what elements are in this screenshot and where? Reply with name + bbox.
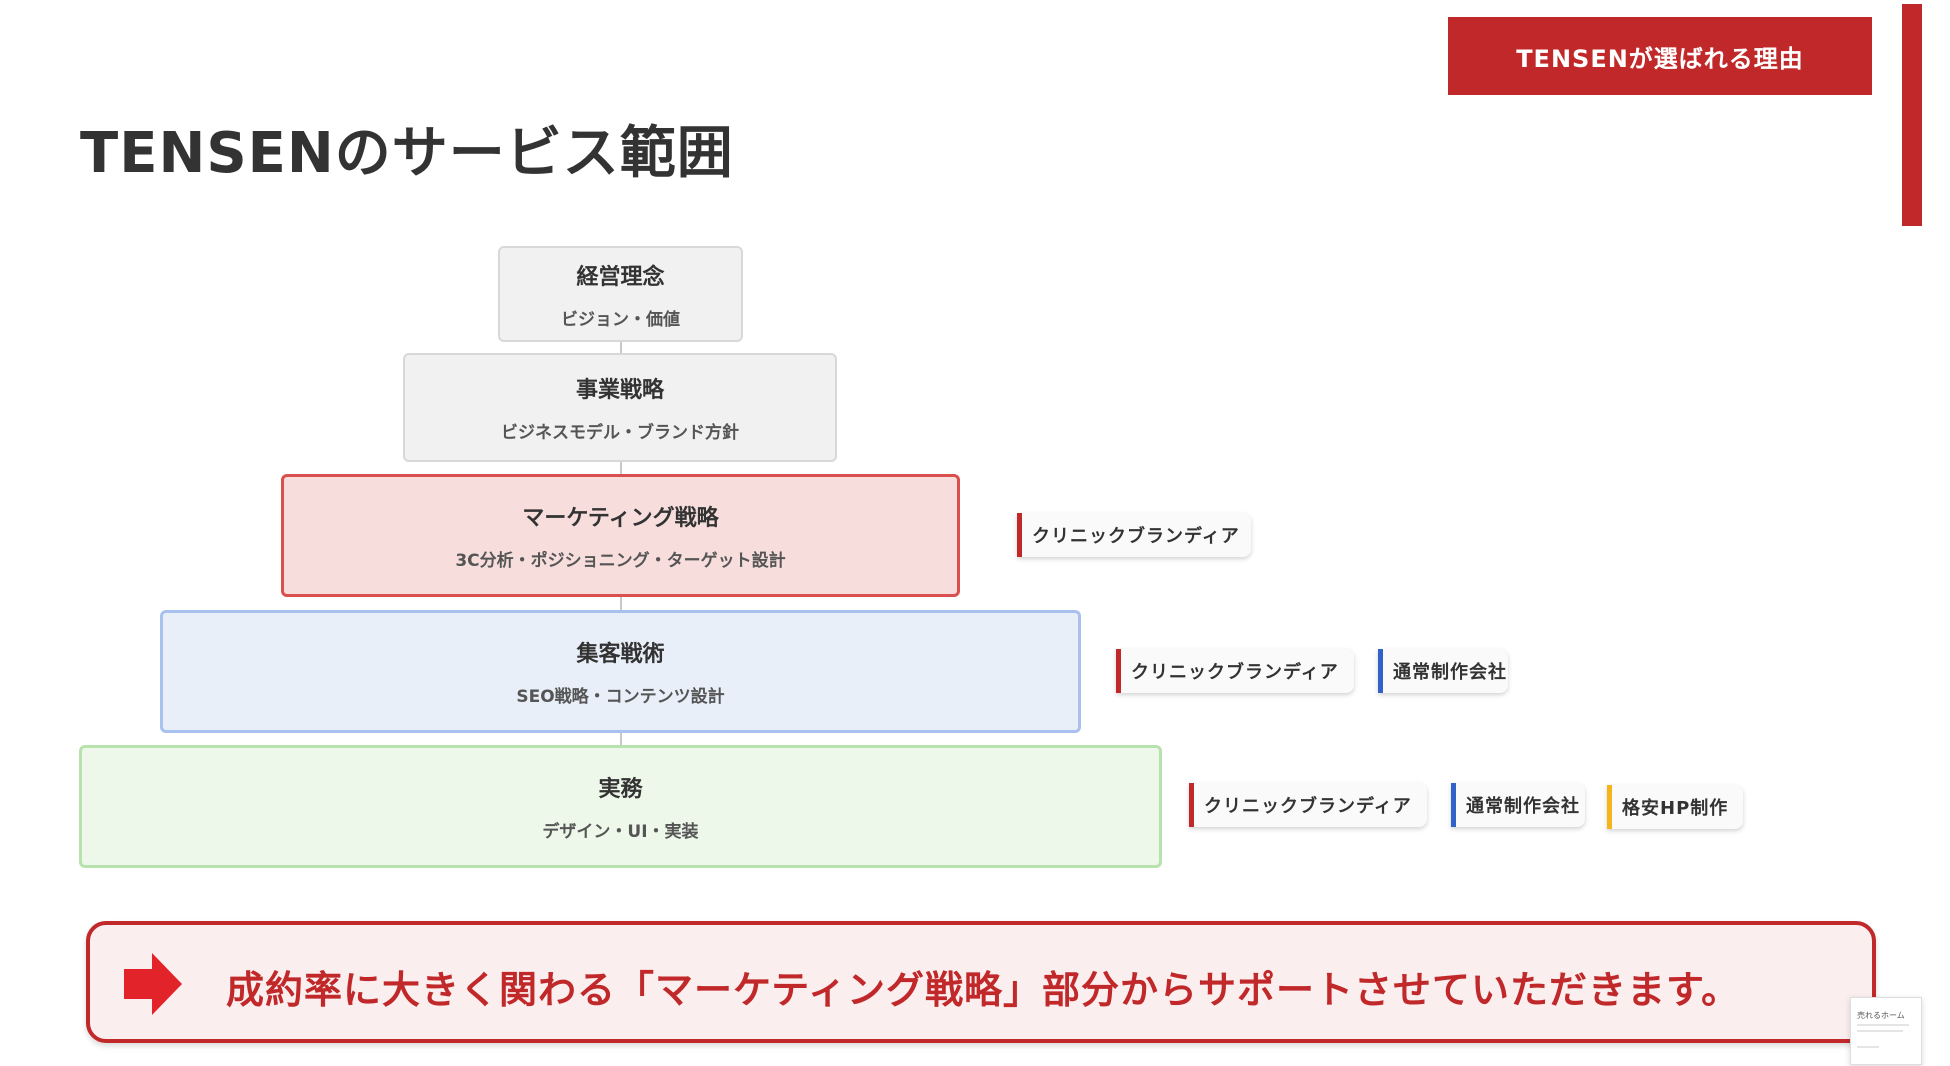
page-title: TENSENのサービス範囲	[80, 121, 734, 186]
tier-subtitle: デザイン・UI・実装	[542, 822, 699, 842]
thumbnail-line	[1857, 1024, 1909, 1026]
tier-practice: 実務 デザイン・UI・実装	[79, 745, 1162, 868]
tier-title: 事業戦略	[575, 378, 664, 403]
tier-business-strategy: 事業戦略 ビジネスモデル・ブランド方針	[403, 353, 837, 462]
tier-subtitle: SEO戦略・コンテンツ設計	[516, 687, 725, 707]
side-accent-bar	[1902, 4, 1922, 226]
tag-regular-agency: 通常制作会社	[1378, 649, 1508, 693]
tag-clinic-brandia: クリニックブランディア	[1017, 513, 1251, 557]
tier-subtitle: ビジョン・価値	[561, 309, 680, 330]
tag-regular-agency: 通常制作会社	[1451, 783, 1585, 827]
tier-subtitle: 3C分析・ポジショニング・ターゲット設計	[455, 551, 786, 571]
thumbnail-line	[1857, 1030, 1903, 1032]
support-banner: 成約率に大きく関わる「マーケティング戦略」部分からサポートさせていただきます。	[86, 921, 1876, 1043]
tier-title: マーケティング戦略	[522, 506, 719, 531]
tier-title: 実務	[598, 777, 643, 802]
tier-title: 経営理念	[576, 264, 665, 290]
tag-budget-hp: 格安HP制作	[1607, 785, 1743, 829]
banner-message: 成約率に大きく関わる「マーケティング戦略」部分からサポートさせていただきます。	[226, 968, 1741, 1012]
reasons-tab[interactable]: TENSENが選ばれる理由	[1448, 17, 1872, 95]
tier-title: 集客戦術	[576, 642, 665, 667]
thumbnail-line	[1857, 1046, 1879, 1048]
page-thumbnail[interactable]: 売れるホーム	[1850, 997, 1922, 1065]
tag-clinic-brandia: クリニックブランディア	[1116, 649, 1354, 693]
tier-attraction-tactics: 集客戦術 SEO戦略・コンテンツ設計	[160, 610, 1081, 733]
tier-marketing-strategy: マーケティング戦略 3C分析・ポジショニング・ターゲット設計	[281, 474, 960, 597]
arrow-right-icon	[124, 953, 182, 1015]
tier-philosophy: 経営理念 ビジョン・価値	[498, 246, 743, 342]
tier-subtitle: ビジネスモデル・ブランド方針	[501, 423, 739, 443]
thumbnail-label: 売れるホーム	[1857, 1011, 1905, 1020]
tag-clinic-brandia: クリニックブランディア	[1189, 783, 1427, 827]
